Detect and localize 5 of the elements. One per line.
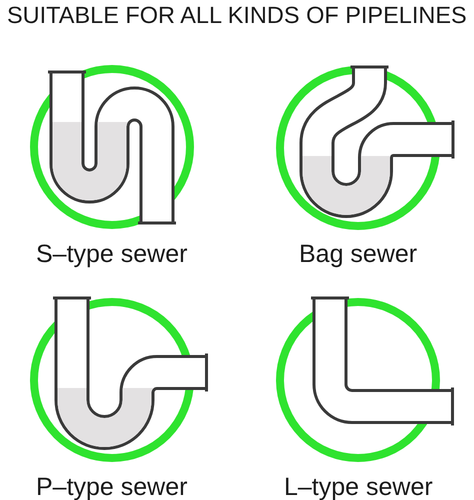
- caption: P–type sewer: [36, 473, 188, 500]
- caption: L–type sewer: [284, 473, 433, 500]
- caption: S–type sewer: [36, 240, 188, 268]
- caption: Bag sewer: [299, 240, 418, 268]
- title: SUITABLE FOR ALL KINDS OF PIPELINES: [7, 2, 467, 28]
